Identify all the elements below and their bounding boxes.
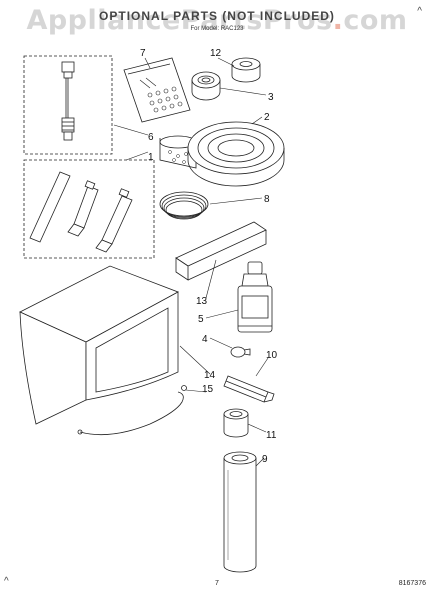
page-number: 7 [215, 580, 219, 587]
part-5-cleaner-bottle [237, 261, 273, 333]
caulk-stick-icon [29, 171, 71, 243]
part-1-dashed-box [23, 159, 155, 259]
watermark-tld: com [343, 5, 408, 36]
sealant-tube-right-icon [95, 188, 133, 253]
watermark-logo: AppliancePartsPros.com [0, 5, 434, 36]
part-2-weatherstrip-roll [159, 121, 285, 187]
callout-4: 4 [202, 334, 208, 345]
callout-7: 7 [140, 48, 146, 59]
document-number: 8167376 [398, 580, 426, 587]
part-4-plug [230, 346, 251, 358]
part-15-drawstring [77, 385, 187, 436]
sealant-tube-left-icon [67, 180, 99, 237]
callout-11: 11 [266, 430, 277, 441]
corner-mark-top-right: ^ [417, 6, 422, 17]
callout-9: 9 [262, 454, 268, 465]
callout-5: 5 [198, 314, 204, 325]
callout-12: 12 [210, 48, 222, 59]
page-title: OPTIONAL PARTS (NOT INCLUDED) [99, 9, 335, 23]
callout-1: 1 [148, 152, 154, 163]
part-11-foam-ring [223, 408, 249, 438]
callout-8: 8 [264, 194, 270, 205]
leader-lines [113, 57, 269, 467]
callout-14: 14 [204, 370, 216, 381]
callout-numbers: 1 2 3 4 5 6 7 8 9 10 11 12 13 14 15 [140, 48, 278, 465]
callout-13: 13 [196, 296, 208, 307]
part-6-drain-kit [23, 55, 113, 155]
part-3-foam-roll [191, 71, 221, 101]
drain-fitting-icon [61, 61, 75, 141]
corner-mark-bottom-left: ^ [4, 576, 9, 587]
callout-3: 3 [268, 92, 274, 103]
part-1-sealant-kit [23, 159, 155, 259]
part-12-tape-roll [231, 57, 261, 83]
watermark-dot: . [332, 5, 344, 36]
part-8-foam-coil [159, 191, 209, 220]
callout-10: 10 [266, 350, 278, 361]
callout-2: 2 [264, 112, 270, 123]
part-14-cover [19, 265, 179, 425]
part-10-lube-tube [223, 375, 275, 403]
page-subtitle: For Model: RAC123 [190, 26, 244, 32]
part-7-screw-bag [123, 57, 191, 123]
watermark-brand: AppliancePartsPros [26, 5, 333, 36]
part-9-spray-can [223, 451, 257, 573]
callout-6: 6 [148, 132, 154, 143]
callout-15: 15 [202, 384, 214, 395]
part-6-dashed-box [23, 55, 113, 155]
